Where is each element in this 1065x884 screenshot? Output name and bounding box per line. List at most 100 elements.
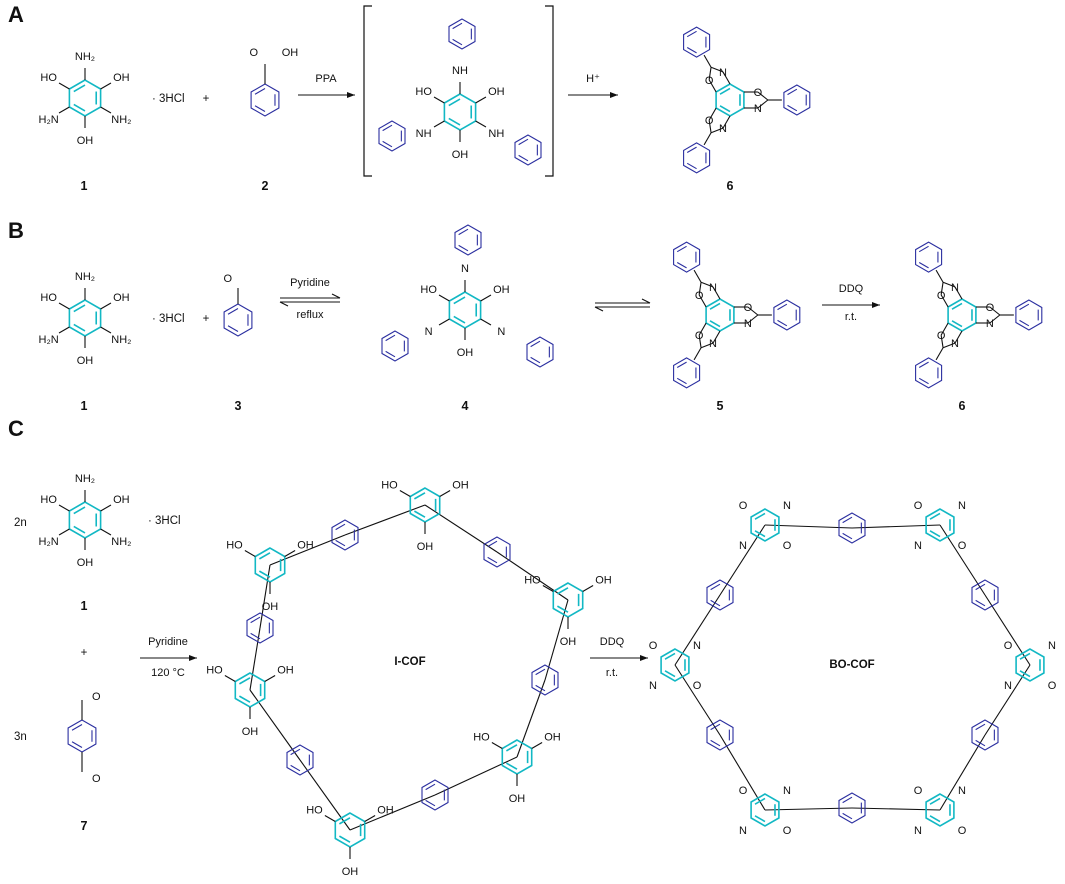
aromatic-double-bond [754,797,766,805]
bocof-core-5 [660,648,690,682]
aromatic-double-bond [929,530,941,538]
aromatic-double-bond [73,323,86,332]
atom-label: N [914,825,922,837]
substituent-bond [439,490,451,497]
aromatic-double-bond [413,492,426,500]
bocof-core-3 [925,793,955,827]
aromatic-double-bond [530,340,541,348]
amide-phenyl-top [448,18,476,50]
oxazole-bond [942,342,956,349]
atom-label: OH [544,732,561,744]
atom-label: O [914,785,923,797]
atom-label: NH₂ [111,334,131,346]
amide-phenyl-left [378,120,406,152]
aromatic-double-bond [518,154,529,162]
substituent-bond [224,675,236,682]
condition-ddq-c: DDQ [600,636,625,648]
aromatic-double-bond [73,506,86,515]
atom-label: OH [377,805,394,817]
atom-label: HO [226,540,243,552]
aromatic-double-bond [709,302,721,310]
atom-label: HO [40,72,57,84]
aromatic-double-bond [754,815,766,823]
imine-linkage [344,504,426,536]
oxazole-bond [698,282,702,295]
atom-label: HO [206,665,223,677]
compound-1c: 1 [81,599,88,613]
aldehyde-o-bottom: O [92,773,101,785]
compound-5: 5 [717,399,724,413]
half-arrow-head [331,293,341,299]
oxazole-bond [757,99,769,109]
oxazole-bond [708,79,717,93]
atom-label: HO [40,494,57,506]
aromatic-double-bond [754,512,766,520]
bocof-core-0 [750,508,780,542]
atom-label: OH [457,347,474,359]
substituent-bond [475,120,487,128]
bocof-core-2 [1015,648,1045,682]
atom-label: O [705,115,714,127]
imine-linkage [434,756,518,796]
bracket-right [545,5,554,177]
atom-label: O [695,290,704,302]
aromatic-double-bond [787,88,798,96]
substituent-bond [58,82,70,90]
oxazole-bond [698,335,702,348]
aromatic-double-bond [335,523,346,531]
aryl-link [693,347,702,361]
icof-linker-1 [531,664,559,696]
aromatic-double-bond [842,796,853,804]
substituent-bond [244,550,256,557]
oxazole-bond [712,286,721,300]
atom-label: NH₂ [75,473,95,485]
atom-label: OH [77,557,94,569]
aromatic-double-bond [385,334,396,342]
bocof-linker-3 [838,792,866,824]
condition-rt-c: r.t. [606,667,618,679]
aromatic-double-bond [487,540,498,548]
icof-linker-0 [483,536,511,568]
atom-label: OH [560,636,577,648]
oxazole-bond [710,66,724,73]
phenyl-ring [673,357,701,389]
aromatic-double-bond [425,783,436,791]
atom-label: HO [306,805,323,817]
substituent-bond [531,742,543,749]
substituent-bond [100,504,112,512]
aromatic-double-bond [686,146,697,153]
aromatic-double-bond [719,87,731,95]
aryl-link [703,54,712,68]
bocof-linker-0 [838,512,866,544]
aromatic-double-bond [951,320,963,328]
atom-label: NH₂ [75,271,95,283]
aromatic-double-bond [385,350,396,358]
atom-label: O [649,640,658,652]
plus-1a: + [203,93,210,105]
atom-label: HO [415,86,432,98]
substituent-bond [433,120,445,128]
atom-label: OH [113,72,130,84]
aromatic-double-bond [71,741,83,748]
compound-2: 2 [262,179,269,193]
substituent-bond [364,815,376,822]
aromatic-double-bond [382,124,393,132]
substituent-bond [433,96,445,104]
icof-linker-4 [246,612,274,644]
aromatic-double-bond [535,668,546,676]
half-arrow-head [594,306,604,312]
aromatic-double-bond [452,22,463,30]
aromatic-double-bond [709,320,721,328]
hcl-label-1c: · 3HCl [148,515,181,527]
atom-label: NH [452,65,468,77]
atom-label: OH [488,86,505,98]
oxazole-bond [698,294,707,308]
plus-c: + [81,647,88,659]
atom-label: O [693,680,702,692]
atom-label: N [719,123,727,135]
aromatic-double-bond [676,377,687,385]
aromatic-double-bond [676,245,687,253]
aromatic-double-bond [458,244,469,252]
substituent-bond [475,96,487,104]
